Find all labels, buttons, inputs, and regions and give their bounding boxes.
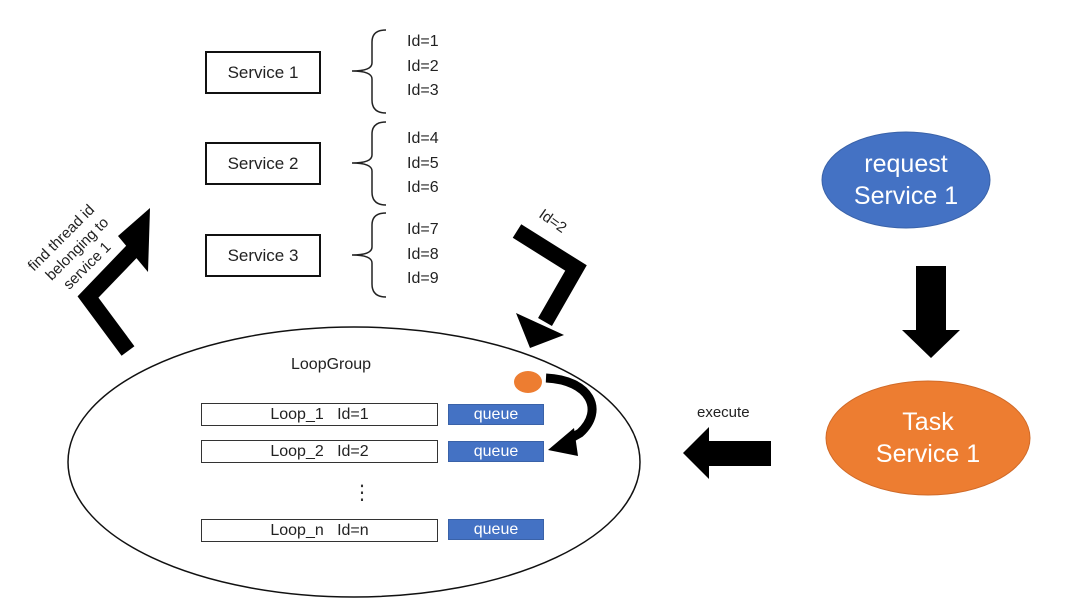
id-list-service-3: Id=7 Id=8 Id=9: [407, 218, 439, 292]
loop-item-1[interactable]: Loop_1 Id=1: [201, 403, 438, 426]
execute-label: execute: [697, 404, 750, 421]
id-label: Id=3: [407, 82, 439, 99]
task-line-2: Service 1: [875, 440, 981, 468]
loop-item-2[interactable]: Loop_2 Id=2: [201, 440, 438, 463]
id-label: Id=6: [407, 179, 439, 196]
service-box-1[interactable]: Service 1: [205, 51, 321, 94]
queue-2[interactable]: queue: [448, 441, 544, 462]
id-arrow-icon: [512, 224, 587, 348]
id-label: Id=4: [407, 130, 439, 147]
loop-group-title: LoopGroup: [291, 356, 372, 373]
request-line-1: request: [864, 150, 948, 178]
id-label: Id=8: [407, 245, 439, 263]
id-label: Id=1: [407, 33, 439, 50]
loop-group-ellipse: [67, 326, 641, 598]
brace-service-1: [351, 29, 387, 114]
task-dot: [514, 371, 542, 393]
brace-service-2: [351, 121, 387, 206]
id-list-service-1: Id=1 Id=2 Id=3: [407, 30, 439, 104]
find-thread-arrow-icon: [77, 208, 150, 356]
task-node: [825, 380, 1031, 496]
service-box-2[interactable]: Service 2: [205, 142, 321, 185]
queue-n[interactable]: queue: [448, 519, 544, 540]
service-box-3[interactable]: Service 3: [205, 234, 321, 277]
service-label: Service 1: [227, 62, 299, 82]
execute-arrow-icon: [683, 427, 771, 479]
service-label: Service 3: [227, 245, 299, 265]
task-line-1: Task: [902, 408, 954, 436]
request-node-label: request Service 1: [822, 148, 990, 212]
request-line-2: Service 1: [853, 182, 959, 210]
id-label: Id=2: [407, 57, 439, 75]
curved-dispatch-arrow-icon: [545, 373, 597, 456]
id-label: Id=5: [407, 154, 439, 172]
id-label: Id=9: [407, 270, 439, 287]
loop-item-n[interactable]: Loop_n Id=n: [201, 519, 438, 542]
request-node: [821, 131, 991, 229]
brace-service-3: [351, 212, 387, 298]
service-label: Service 2: [227, 153, 299, 173]
task-node-label: Task Service 1: [826, 406, 1030, 470]
down-arrow-icon: [902, 266, 960, 358]
id-label: Id=7: [407, 221, 439, 238]
id-list-service-2: Id=4 Id=5 Id=6: [407, 127, 439, 201]
loop-ellipsis: ⋮: [352, 482, 372, 504]
queue-1[interactable]: queue: [448, 404, 544, 425]
